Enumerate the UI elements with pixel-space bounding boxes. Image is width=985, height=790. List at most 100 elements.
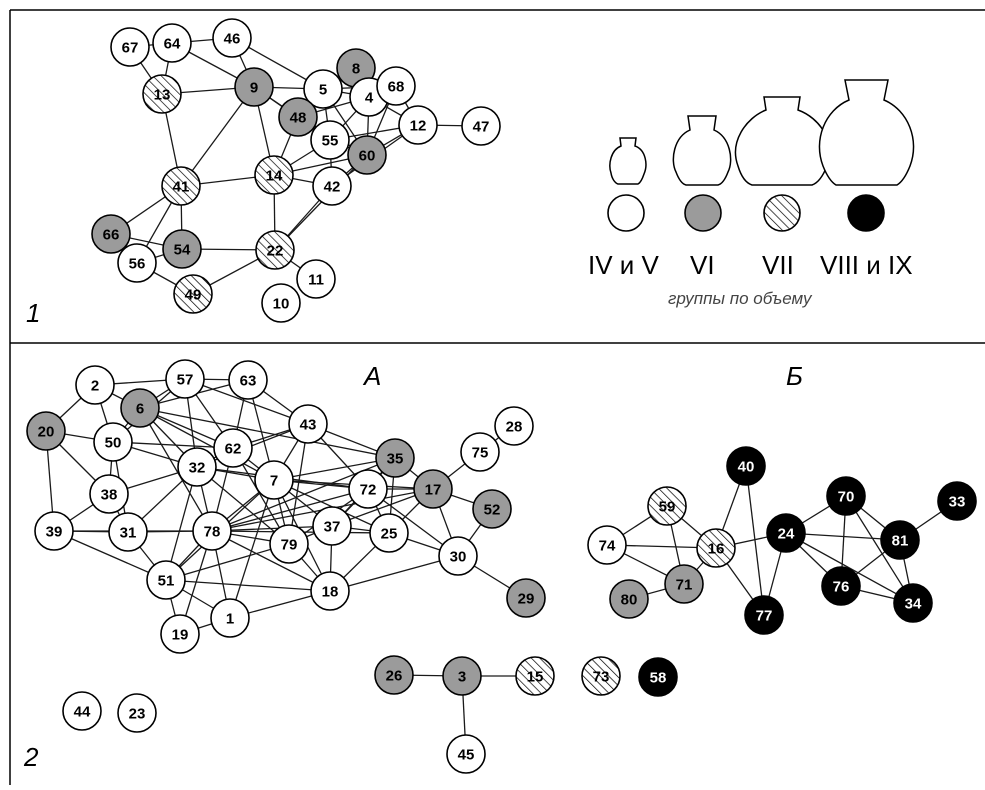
panel2-node-label-2: 2 (91, 378, 99, 395)
panel2-node-label-31: 31 (120, 525, 137, 542)
panel2-node-label-24: 24 (778, 526, 795, 543)
panel2-node-circle-76 (821, 566, 861, 606)
panel2-node-circle-2 (75, 365, 115, 405)
panel2-node-label-80: 80 (621, 592, 638, 609)
panel2-edge-35-7 (273, 457, 396, 481)
legend: IV и V VI VII VIII и IX группы по объему (588, 79, 915, 308)
panel2-edge-50-62 (112, 441, 234, 449)
panel2-node-circle-28 (494, 406, 534, 446)
panel2-node-label-20: 20 (38, 424, 55, 441)
panel2-node-label-7: 7 (270, 473, 278, 490)
panel1-node-label-60: 60 (359, 148, 376, 165)
panel2-node-78: 78 (192, 511, 232, 551)
panel2-node-29: 29 (506, 578, 546, 618)
panel2-edge-6-35 (139, 407, 396, 459)
panel2-node-6: 6 (120, 388, 160, 428)
panel2-node-label-23: 23 (129, 706, 146, 723)
panel2-node-76: 76 (821, 566, 861, 606)
panel2-node-26: 26 (374, 655, 414, 695)
panel2-node-label-50: 50 (105, 435, 122, 452)
panel2-node-circle-16 (696, 528, 736, 568)
panel2-node-38: 38 (89, 474, 129, 514)
panel1-node-label-46: 46 (224, 31, 241, 48)
legend-label-vi: VI (690, 250, 715, 280)
panel2-node-44: 44 (62, 691, 102, 731)
panel2-node-81: 81 (880, 520, 920, 560)
panel2-node-circle-75 (460, 432, 500, 472)
panel2-node-circle-31 (108, 512, 148, 552)
panel2-node-71: 71 (664, 564, 704, 604)
panel2-node-circle-33 (937, 481, 977, 521)
panel1-node-14: 14 (254, 155, 294, 195)
panel2-node-label-1: 1 (226, 611, 234, 628)
panel2-edge-70-34 (845, 495, 914, 604)
panel1-node-circle-12 (398, 105, 438, 145)
panel2-node-label-72: 72 (360, 482, 377, 499)
panel2-node-45: 45 (446, 734, 486, 774)
panel1-node-label-48: 48 (290, 110, 307, 127)
panel2-node-20: 20 (26, 411, 66, 451)
panel2-node-label-39: 39 (46, 524, 63, 541)
panel2-edge-72-78 (211, 488, 369, 532)
panel2-node-15: 15 (515, 656, 555, 696)
panel2-edge-24-34 (785, 532, 914, 604)
panel2-node-label-34: 34 (905, 596, 922, 613)
panel2-node-37: 37 (312, 506, 352, 546)
panel1-node-circle-49 (173, 274, 213, 314)
panel1-node-label-11: 11 (308, 272, 324, 289)
panel-1-number: 1 (26, 298, 40, 328)
cluster-b-label: Б (786, 361, 803, 391)
panel1-node-label-64: 64 (164, 36, 181, 53)
panel2-node-label-33: 33 (949, 494, 966, 511)
panel2-edge-57-43 (184, 378, 309, 425)
panel1-node-circle-5 (303, 69, 343, 109)
panel2-node-circle-30 (438, 536, 478, 576)
panel1-node-label-55: 55 (322, 133, 339, 150)
panel2-node-63: 63 (228, 360, 268, 400)
panel1-node-68: 68 (376, 66, 416, 106)
panel2-node-circle-3 (442, 656, 482, 696)
panel1-node-label-54: 54 (174, 242, 191, 259)
vessel-icon-medium (672, 115, 732, 186)
panel2-node-43: 43 (288, 404, 328, 444)
panel2-node-circle-73 (581, 656, 621, 696)
panel2-node-label-30: 30 (450, 549, 467, 566)
panel2-node-circle-23 (117, 693, 157, 733)
panel1-node-circle-42 (312, 166, 352, 206)
panel2-node-circle-37 (312, 506, 352, 546)
vessel-icon-small (609, 137, 647, 185)
panel2-edge-43-79 (288, 423, 309, 545)
panel2-node-51: 51 (146, 560, 186, 600)
panel2-node-3: 3 (442, 656, 482, 696)
panel1-node-48: 48 (278, 97, 318, 137)
panel2-edge-79-51 (165, 543, 290, 581)
legend-label-vii: VII (762, 250, 794, 280)
panel2-node-72: 72 (348, 469, 388, 509)
panel2-node-label-59: 59 (659, 499, 676, 516)
panel2-edge-30-18 (329, 555, 459, 592)
panel1-node-circle-67 (110, 27, 150, 67)
panel1-node-label-47: 47 (473, 119, 490, 136)
panel-2-number: 2 (23, 742, 39, 772)
panel1-node-label-22: 22 (267, 243, 284, 260)
panel2-node-label-26: 26 (386, 668, 403, 685)
panel2-node-label-32: 32 (189, 460, 206, 477)
panel2-node-label-81: 81 (892, 533, 909, 550)
panel1-node-49: 49 (173, 274, 213, 314)
legend-label-iv-v: IV и V (588, 250, 660, 280)
panel1-node-circle-48 (278, 97, 318, 137)
panel2-node-circle-52 (472, 489, 512, 529)
panel2-node-23: 23 (117, 693, 157, 733)
panel2-node-label-37: 37 (324, 519, 341, 536)
panel2-node-circle-59 (647, 486, 687, 526)
panel1-node-66: 66 (91, 214, 131, 254)
panel2-edge-7-1 (229, 479, 275, 619)
legend-hatch-circle (763, 194, 801, 232)
panel2-node-circle-70 (826, 476, 866, 516)
panel2-node-31: 31 (108, 512, 148, 552)
panel2-node-circle-62 (213, 428, 253, 468)
panel1-node-label-49: 49 (185, 287, 202, 304)
